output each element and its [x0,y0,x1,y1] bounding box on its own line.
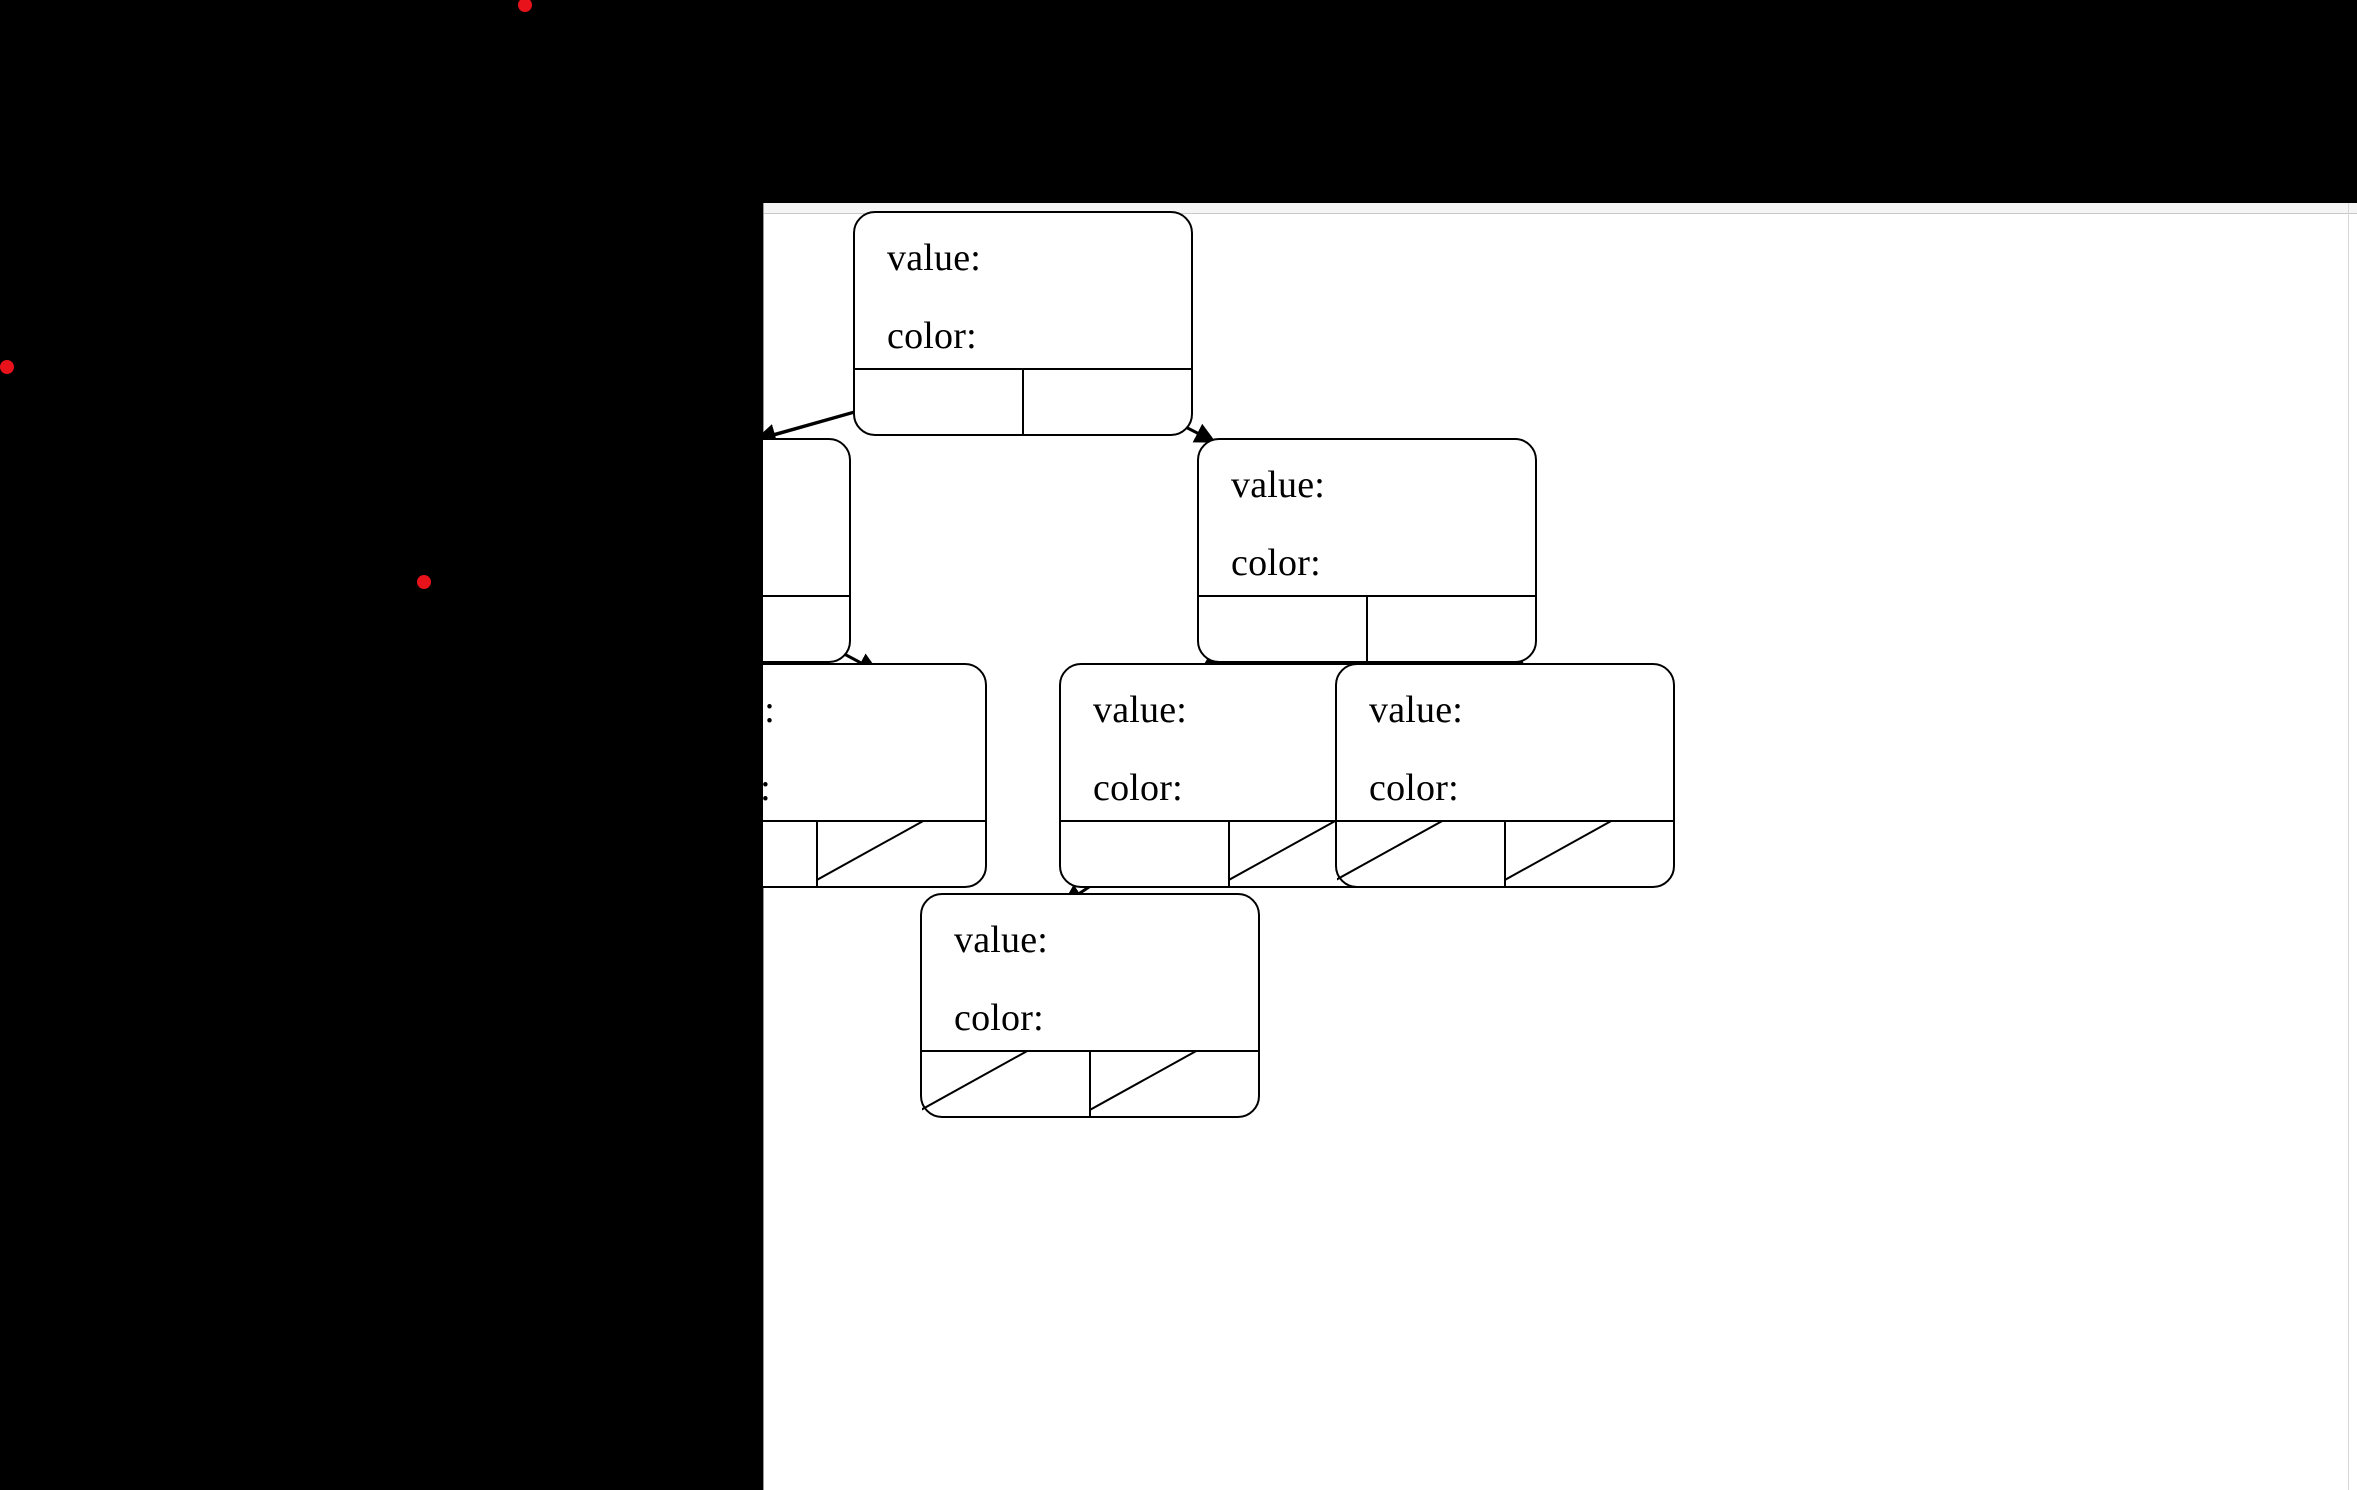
left-pointer-cell[interactable] [1199,597,1366,661]
node-color-label: color: [954,997,1044,1039]
pointer-row [1061,820,1397,886]
right-pointer-cell-null[interactable] [1504,822,1673,886]
right-pointer-cell[interactable] [763,597,849,661]
node-fields: value: color: [763,665,985,825]
node-color-label: color: [1231,542,1321,584]
pointer-row [763,820,985,886]
tree-node-right[interactable]: value: color: [1197,438,1537,663]
tree-node-left[interactable]: value: color: [763,438,851,663]
right-pointer-cell[interactable] [1366,597,1535,661]
right-pointer-cell-null[interactable] [1228,822,1397,886]
node-value-label: value: [763,466,849,504]
right-pointer-cell-null[interactable] [1089,1052,1258,1116]
node-fields: value: color: [1337,665,1673,825]
right-pointer-cell-null[interactable] [816,822,985,886]
diagram-panel: value: color: value: color: value: color… [763,203,2357,1490]
node-color-label: color: [1369,767,1459,809]
tree-node-right-left-left[interactable]: value: color: [920,893,1260,1118]
node-fields: value: color: [855,213,1191,373]
pointer-row [922,1050,1258,1116]
tree-node-left-right[interactable]: value: color: [763,663,987,888]
pointer-row [763,595,849,661]
marker-dot-left [0,360,14,374]
node-value-label: value: [1369,689,1464,731]
vertical-scrollbar-track[interactable] [2348,203,2349,1490]
right-pointer-cell[interactable] [1022,370,1191,434]
node-value-label: value: [1093,689,1188,731]
node-value-label: value: [763,689,776,731]
node-color-label: color: [887,315,977,357]
marker-dot-middle [417,575,431,589]
left-pointer-cell[interactable] [1061,822,1228,886]
left-pointer-cell-null[interactable] [922,1052,1089,1116]
tree-node-root[interactable]: value: color: [853,211,1193,436]
tree-node-right-right[interactable]: value: color: [1335,663,1675,888]
node-color-label: color: [1093,767,1183,809]
left-pointer-cell[interactable] [855,370,1022,434]
node-fields: value: color: [922,895,1258,1055]
node-value-label: value: [887,237,982,279]
left-pointer-cell-null[interactable] [763,822,816,886]
node-fields: value: color: [1199,440,1535,600]
node-value-label: value: [1231,464,1326,506]
pointer-row [1199,595,1535,661]
node-fields: value: color: [763,440,849,600]
node-color-label: color: [763,769,985,807]
node-color-label: color: [763,544,849,582]
left-pointer-cell-null[interactable] [1337,822,1504,886]
marker-dot-top [518,0,532,12]
node-fields: value: color: [1061,665,1397,825]
pointer-row [1337,820,1673,886]
panel-top-strip [763,203,2357,214]
pointer-row [855,368,1191,434]
node-value-label: value: [954,919,1049,961]
